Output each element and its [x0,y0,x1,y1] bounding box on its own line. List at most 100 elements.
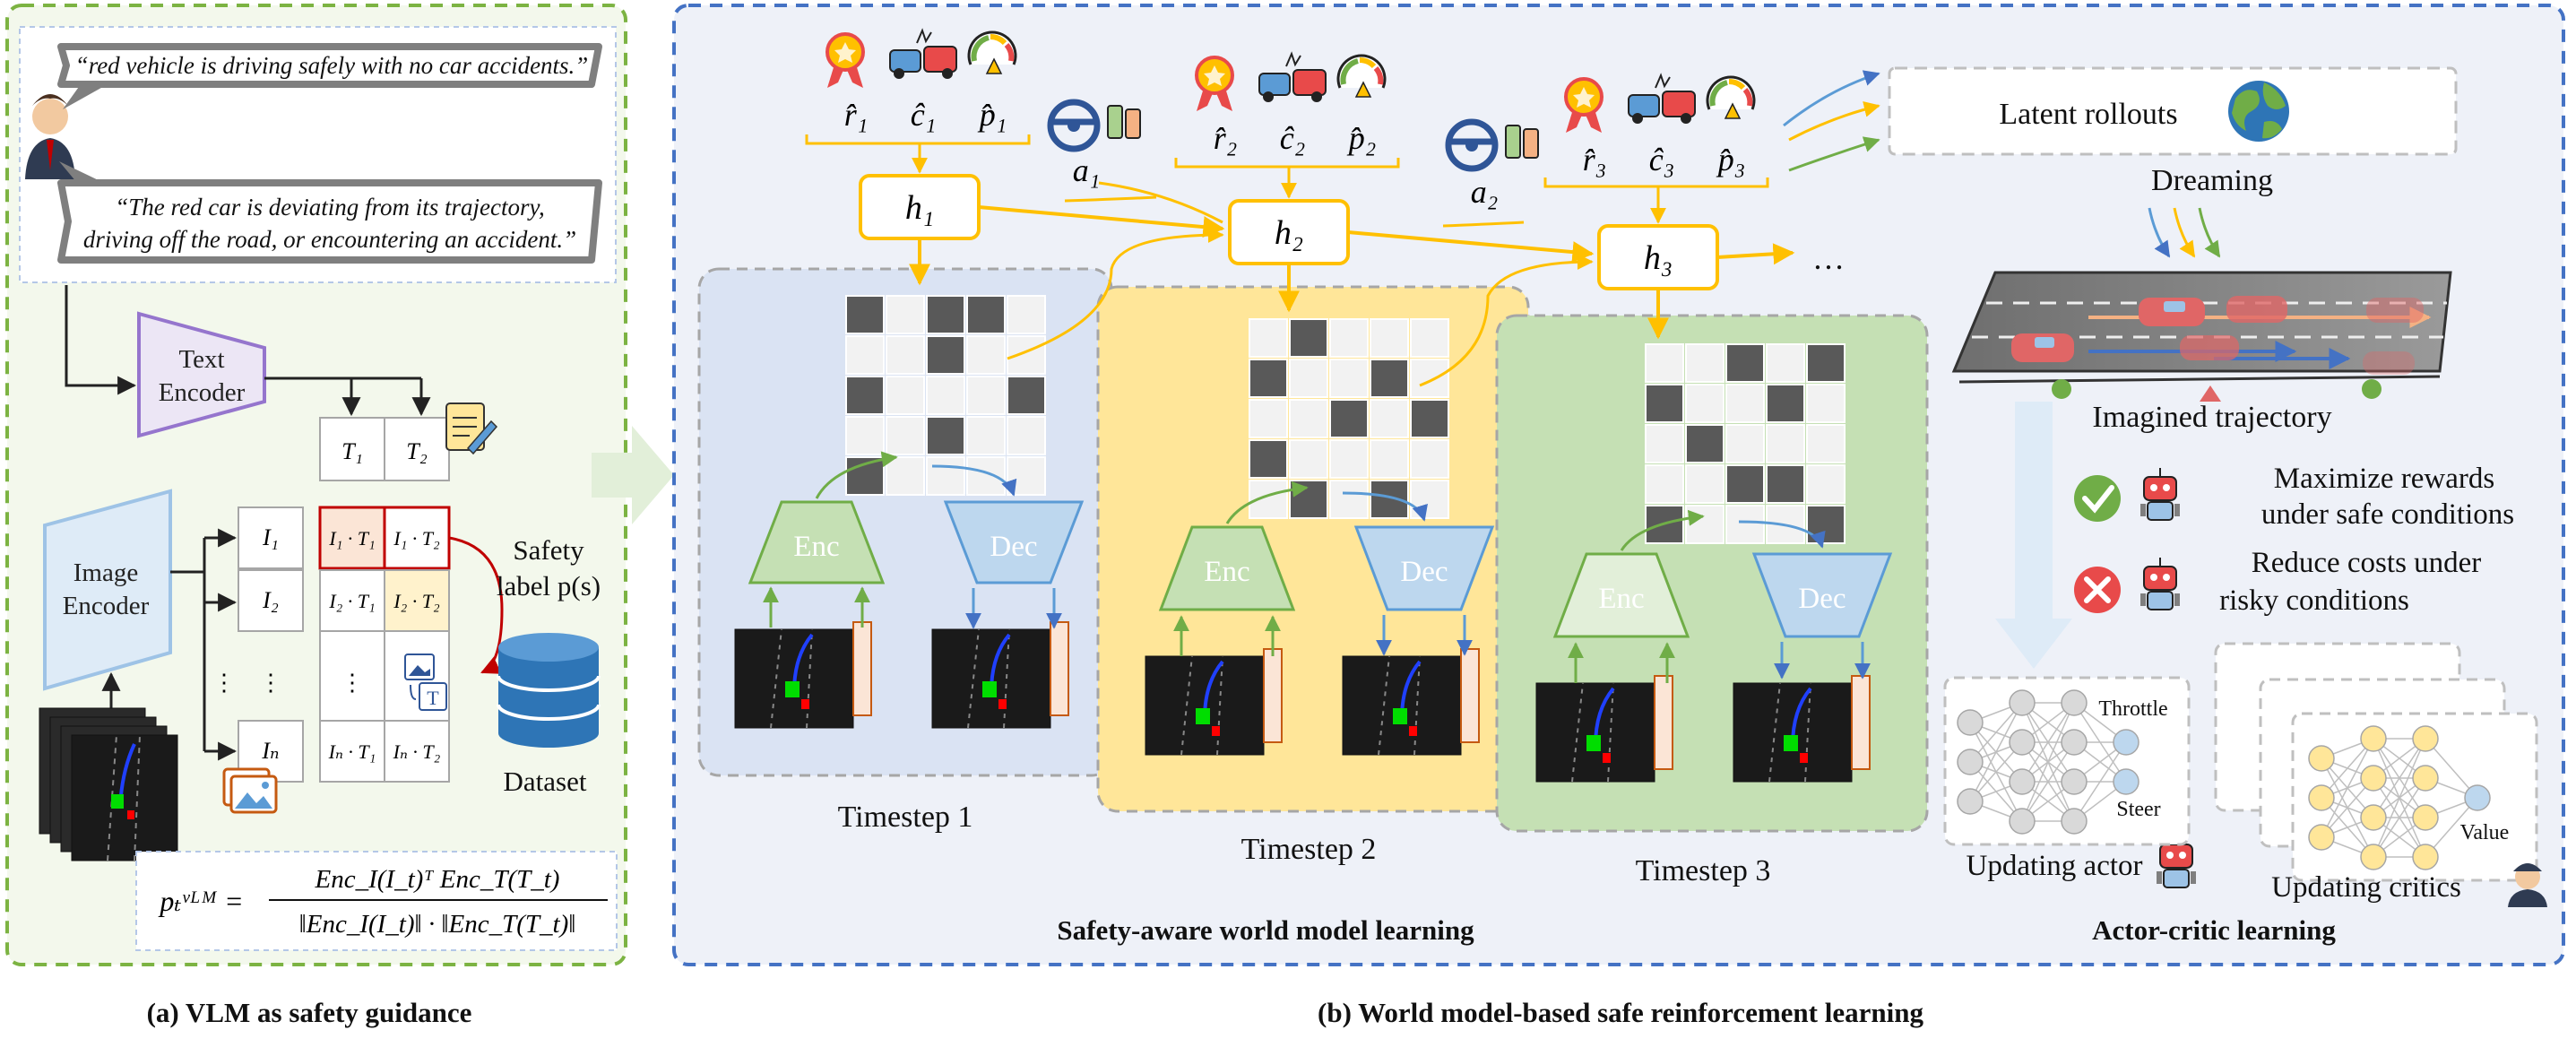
steering-pedal-icon-1 [1047,99,1141,152]
network-node [2009,808,2036,835]
latent-rollouts-box: Latent rollouts [1888,66,2458,156]
grid-cell [1645,424,1684,463]
throttle-label: Throttle [2098,697,2167,721]
panel-a-caption: (a) VLM as safety guidance [147,997,472,1028]
car-crash-icon [1628,73,1696,124]
image-to-text-icon: T [404,654,447,711]
network-node [2412,725,2439,752]
grid-cell [926,376,965,415]
network-edge [2021,702,2075,783]
imagined-trajectory-road [1951,271,2452,402]
network-edge [2373,777,2426,858]
grid-cell [886,456,925,496]
quote-risky-line1: “The red car is deviating from its traje… [115,194,544,221]
latent-grid-1 [845,295,1046,496]
grid-cell [1370,359,1409,398]
network-node [1957,788,1984,815]
grid-cell [1766,343,1805,383]
cell-i2-t2: I₂ · T₂ [393,590,440,612]
grid-cell [1410,399,1449,438]
h3-label: h₃ [1644,239,1673,277]
person-icon [25,94,75,179]
robot-icon-reduce [2140,558,2180,610]
enc-label-3: Enc [1598,583,1644,615]
hidden-state-h2: h₂ [1228,199,1350,265]
grid-cell [1410,318,1449,358]
grid-cell [1685,384,1725,423]
car-crash-icon [1258,51,1327,102]
network-edge [2373,738,2426,818]
grid-cell [1410,480,1449,519]
r-hat-3: r̂₃ [1583,142,1607,177]
safety-label-line2: label p(s) [497,570,601,602]
reduce-line1: Reduce costs under [2252,547,2482,579]
network-node [2412,804,2439,831]
i2-label: I₂ [262,587,279,613]
prediction-brackets [805,134,1769,222]
network-node [2308,745,2335,772]
network-node [2412,765,2439,792]
t1-label: T₁ [341,438,363,464]
observation-frame [1342,648,1480,756]
grid-cell [1806,384,1846,423]
grid-cell [1645,384,1684,423]
c-hat-1: ĉ₁ [911,97,937,133]
grid-cell [886,376,925,415]
text-encoder: Text Encoder [137,311,266,438]
recurrent-arrows [909,195,1795,387]
steering-pedal-icon-2 [1445,118,1539,172]
value-label: Value [2460,821,2510,844]
grid-cell [1289,359,1328,398]
network-edge [2021,702,2075,822]
maximize-line2: under safe conditions [2261,498,2514,531]
grid-cell [1685,343,1725,383]
cross-icon [2074,567,2121,613]
robot-icon-maximize [2140,468,2180,521]
quote-risky-line2: driving off the road, or encountering an… [83,226,576,253]
enc-dec-arrows [763,451,1871,683]
updating-actor-label: Updating actor [1966,850,2142,882]
continuation-ellipsis: … [1812,240,1845,276]
panel-a: “red vehicle is driving safely with no c… [5,4,627,1028]
cell-in-t2: Iₙ · T₂ [393,740,441,763]
robot-icons [2140,468,2196,888]
panel-b-caption: (b) World model-based safe reinforcement… [1318,997,1923,1028]
notepad-icon [445,402,498,455]
panel-b: Enc Dec Enc Dec Enc Dec [672,4,2565,1028]
speech-bubble-risky: “The red car is deviating from its traje… [57,161,602,264]
timestep-2-label: Timestep 2 [1241,833,1377,866]
safety-label-arrow [448,536,504,674]
grid-cell [1766,424,1805,463]
image-stack [39,707,178,861]
c-hat-2: ĉ₂ [1280,120,1306,156]
update-flow-arrow [1995,402,2072,669]
prediction-icon-group-3 [1564,73,1756,133]
grid-cell [1410,439,1449,479]
latent-grid-3 [1645,343,1846,544]
grid-cell [1645,343,1684,383]
network-edge [2321,738,2374,838]
network-node [2360,765,2387,792]
p-hat-1: p̂₁ [977,97,1007,133]
grid-cell [1806,343,1846,383]
grid-cell [1289,318,1328,358]
prediction-icon-group-2 [1195,51,1387,111]
enc-block-1: Enc [748,500,886,584]
dec-label-1: Dec [990,531,1037,563]
maximize-line1: Maximize rewards [2274,463,2495,495]
safety-gauge-icon [1706,75,1756,119]
enc-label-2: Enc [1204,556,1249,588]
grid-cell [845,335,885,375]
image-embedding-column: I₁ I₂ ⋮ ⋮ Iₙ [212,506,304,783]
grid-cell [1329,439,1369,479]
image-encoder-label-1: Image [73,558,138,587]
formula-numerator: Enc_I(I_t)ᵀ Enc_T(T_t) [315,865,560,894]
grid-cell [886,416,925,455]
network-node [1957,709,1984,736]
network-node [2061,729,2088,756]
grid-cell [966,416,1006,455]
network-node [2009,689,2036,716]
cell-i2-t1: I₂ · T₁ [328,590,375,612]
network-node [1957,749,1984,775]
svg-text:T: T [427,687,439,709]
